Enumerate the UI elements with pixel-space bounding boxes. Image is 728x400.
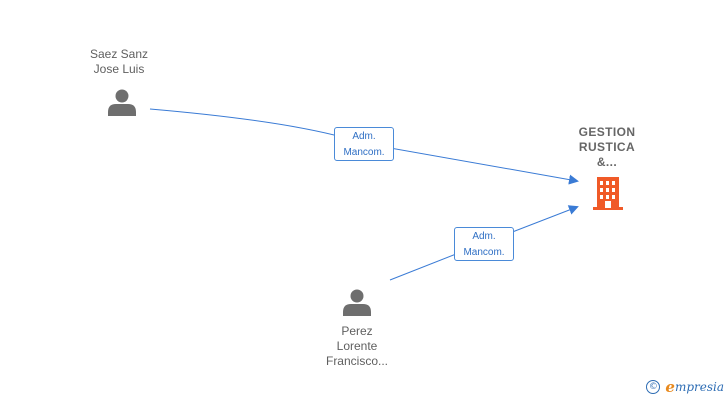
brand-initial: e bbox=[665, 378, 675, 396]
node-saez-name-line1: Saez Sanz bbox=[89, 47, 149, 61]
edge-label-line2: Mancom. bbox=[463, 247, 505, 258]
node-saez-label[interactable]: Saez Sanz Jose Luis bbox=[79, 47, 159, 77]
node-perez-name-line3: Francisco... bbox=[325, 354, 388, 368]
node-perez-name-line1: Perez bbox=[341, 324, 373, 338]
node-company-name-line2: RUSTICA bbox=[578, 140, 636, 154]
node-saez-name-line2: Jose Luis bbox=[93, 62, 145, 76]
node-company-label[interactable]: GESTION RUSTICA &... bbox=[565, 125, 649, 170]
edge-label-line1: Adm. bbox=[472, 231, 496, 242]
brand-name: mpresia bbox=[674, 380, 724, 394]
node-perez-label[interactable]: Perez Lorente Francisco... bbox=[315, 324, 399, 369]
edge-label-line1: Adm. bbox=[352, 131, 376, 142]
edge-label-line2: Mancom. bbox=[343, 147, 385, 158]
edge-label-saez-role[interactable]: Adm. Mancom. bbox=[334, 127, 394, 161]
copyright-icon: © bbox=[646, 380, 661, 394]
node-perez-name-line2: Lorente bbox=[336, 339, 378, 353]
edge-label-perez-role[interactable]: Adm. Mancom. bbox=[454, 227, 514, 261]
person-icon[interactable] bbox=[343, 289, 371, 317]
building-icon[interactable] bbox=[593, 177, 623, 210]
person-icon[interactable] bbox=[108, 89, 136, 117]
node-company-name-line1: GESTION bbox=[578, 125, 636, 139]
node-company-name-line3: &... bbox=[596, 155, 618, 169]
